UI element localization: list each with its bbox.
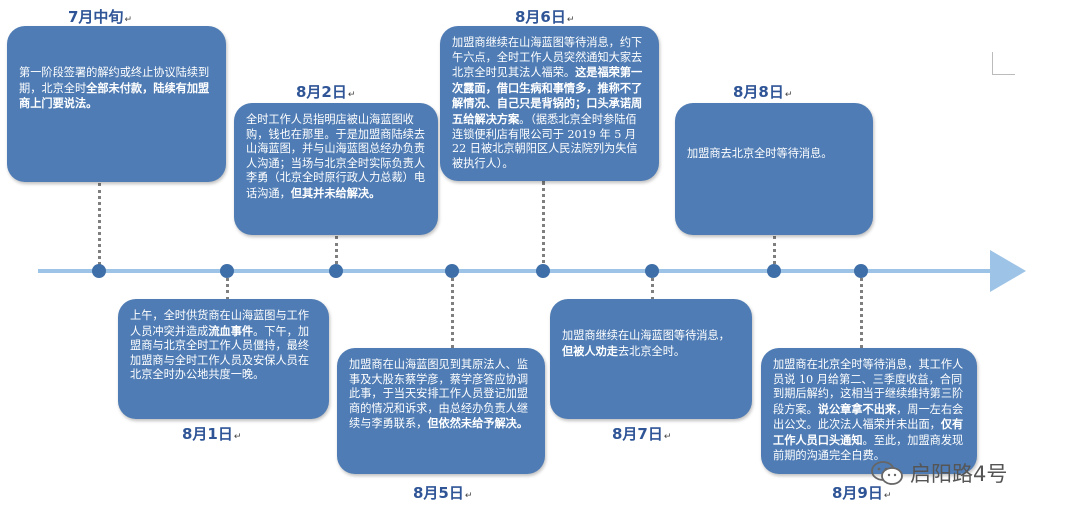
connector-8-1 [226, 271, 229, 301]
event-text: 加盟商在北京全时等待消息，其工作人员说 10 月给第二、三季度收益，合同到期后解… [773, 358, 964, 416]
event-text-bold: 但被人劝走 [562, 343, 618, 358]
event-box-8-2: 全时工作人员指明店被山海蓝图收购，钱也在那里。于是加盟商陆续去山海蓝图，并与山海… [234, 103, 438, 235]
connector-8-6 [542, 181, 545, 271]
event-box-8-5: 加盟商在山海蓝图见到其原法人、监事及大股东蔡学彦，蔡学彦答应协调此事，于当天安排… [337, 348, 545, 474]
timeline-dot-8-9 [854, 264, 868, 278]
event-text: 全时工作人员指明店被山海蓝图收购，钱也在那里。于是加盟商陆续去山海蓝图，并与山海… [246, 113, 426, 200]
wechat-icon [871, 461, 903, 485]
connector-8-9 [860, 271, 863, 349]
event-box-8-6: 加盟商继续在山海蓝图等待消息，约下午六点，全时工作人员突然通知大家去北京全时见其… [440, 26, 659, 181]
connector-7-mid [98, 183, 101, 271]
event-box-7-mid: 第一阶段签署的解约或终止协议陆续到期，北京全时全部未付款，陆续有加盟商上门要说法… [7, 26, 226, 182]
connector-8-7 [651, 271, 654, 301]
event-text: 上午，全时供货商在山海蓝图与工作人员冲突并造成 [130, 309, 310, 338]
watermark: 启阳路4号 [870, 458, 1007, 488]
event-text-bold: 这是福荣第一次露面，借口生病和事情多，推称不了解情况、自己只是背锅的；口头承诺周… [452, 65, 643, 126]
timeline-dot-8-5 [445, 264, 459, 278]
event-text-bold: 但依然未给予解决。 [427, 416, 529, 431]
timeline-dot-7-mid [92, 264, 106, 278]
event-box-8-1: 上午，全时供货商在山海蓝图与工作人员冲突并造成流血事件。下午，加盟商与北京全时工… [118, 299, 329, 419]
timeline-dot-8-1 [220, 264, 234, 278]
event-date: 8月9日↵ [832, 484, 892, 502]
timeline-dot-8-8 [767, 264, 781, 278]
connector-8-8 [773, 236, 776, 271]
event-date: 8月1日↵ [182, 425, 242, 443]
event-box-8-9: 加盟商在北京全时等待消息，其工作人员说 10 月给第二、三季度收益，合同到期后解… [761, 348, 977, 474]
event-text: 。至此，加盟商发现前期的沟通完全白费。 [773, 433, 964, 462]
event-date: 8月7日↵ [612, 425, 672, 443]
timeline-axis [38, 269, 998, 273]
event-text: 加盟商继续在山海蓝图等待消息，约下午六点，全时工作人员突然通知大家去北京全时见其… [452, 36, 643, 80]
event-text: 。（据悉北京全时参陆佰连锁便利店有限公司于 2019 年 5 月 22 日被北京… [452, 112, 638, 170]
watermark-text: 启阳路4号 [910, 462, 1008, 486]
event-text: 去北京全时。 [617, 344, 686, 358]
event-text: 加盟商在山海蓝图见到其原法人、监事及大股东蔡学彦，蔡学彦答应协调此事，于当天安排… [349, 358, 529, 431]
event-date: 8月5日↵ [413, 484, 473, 502]
timeline-dot-8-6 [536, 264, 550, 278]
page-corner-mark [992, 52, 1015, 75]
timeline-dot-8-7 [645, 264, 659, 278]
event-text-bold: 说公章拿不出来 [817, 401, 897, 416]
event-date: 8月2日↵ [296, 83, 356, 101]
event-text-bold: 但其并未给解决。 [290, 185, 381, 200]
timeline-arrow-head [990, 250, 1026, 292]
event-text-bold: 仅有工作人员口头通知 [773, 417, 964, 447]
event-text: 。下午，加盟商与北京全时工作人员僵持，最终加盟商与全时工作人员及安保人员在北京全… [130, 324, 310, 382]
connector-8-5 [451, 271, 454, 349]
connector-8-2 [335, 236, 338, 271]
event-box-8-8: 加盟商去北京全时等待消息。 [675, 103, 873, 235]
event-date: 8月8日↵ [733, 83, 793, 101]
event-text: 加盟商去北京全时等待消息。 [687, 147, 833, 160]
event-text: 加盟商继续在山海蓝图等待消息， [562, 329, 730, 342]
event-text-bold: 流血事件 [208, 323, 254, 338]
event-text: 第一阶段签署的解约或终止协议陆续到期，北京全时 [19, 66, 210, 95]
timeline-dot-8-2 [329, 264, 343, 278]
event-date: 7月中旬↵ [68, 8, 132, 26]
event-box-8-7: 加盟商继续在山海蓝图等待消息，但被人劝走去北京全时。 [550, 299, 752, 419]
event-text-bold: 全部未付款，陆续有加盟商上门要说法。 [19, 80, 210, 111]
event-date: 8月6日↵ [515, 8, 575, 26]
event-text: ，周一左右会出公文。此次法人福荣并未出面， [773, 402, 964, 432]
